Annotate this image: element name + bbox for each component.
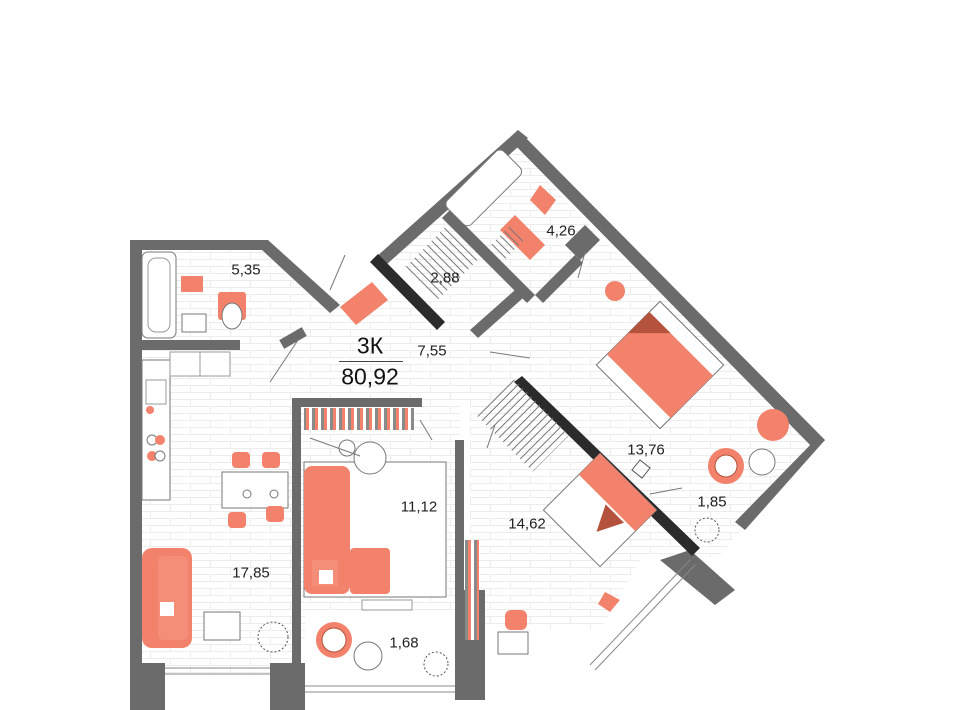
balcony-1-furniture	[694, 409, 789, 543]
room-area-bedroom-3: 14,62	[508, 515, 546, 533]
bedroom-3-furniture	[465, 452, 658, 655]
room-area-bedroom-1: 13,76	[627, 441, 665, 459]
room-area-bedroom-2: 11,12	[400, 498, 438, 516]
room-area-bath-1: 5,35	[231, 261, 261, 279]
apartment-total-area: 80,92	[341, 363, 399, 390]
wc-fixtures	[340, 224, 481, 325]
bathroom-1-fixtures	[141, 251, 246, 339]
bedroom-1-furniture	[476, 281, 725, 479]
door-swings	[269, 251, 683, 495]
bathroom-2-fixtures	[445, 149, 556, 260]
apartment-type: 3К	[356, 332, 384, 359]
dining-table	[221, 452, 289, 528]
bedroom-2-furniture	[303, 408, 447, 611]
room-area-kitchen-living: 17,85	[232, 564, 270, 582]
sofa-living	[142, 548, 289, 653]
room-area-balcony-2: 1,68	[389, 634, 419, 652]
room-area-bath-2: 4,26	[546, 222, 576, 240]
windows	[165, 559, 696, 693]
balcony-2-furniture	[316, 622, 449, 677]
room-area-hall: 7,55	[417, 342, 447, 360]
room-area-wc: 2,88	[430, 269, 460, 287]
title-divider	[339, 361, 403, 362]
kitchen-fixtures	[141, 351, 231, 501]
room-area-balcony-1: 1,85	[697, 493, 727, 511]
